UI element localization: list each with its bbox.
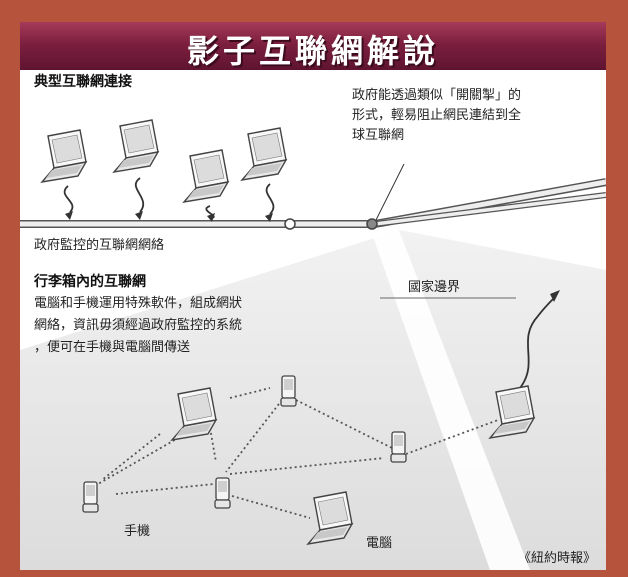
suitcase-desc-line-3: ，便可在手機與電腦間傳送 bbox=[34, 340, 191, 355]
mesh-links bbox=[97, 387, 499, 519]
phone-icon bbox=[82, 481, 99, 513]
phone-icon bbox=[280, 375, 297, 407]
gov-network-label: 政府監控的互聯網網絡 bbox=[34, 238, 165, 253]
laptop-icon bbox=[183, 149, 229, 203]
border-line bbox=[370, 220, 530, 570]
laptop-icon bbox=[41, 129, 87, 183]
escape-arrow bbox=[519, 295, 557, 389]
network-node bbox=[284, 218, 296, 230]
connection-arrows bbox=[63, 177, 275, 219]
diagram-svg bbox=[20, 119, 606, 570]
gov-note-line-1: 政府能透過類似「開關掣」的 bbox=[352, 88, 522, 103]
source-credit: 《紐約時報》 bbox=[517, 551, 596, 566]
gov-note-line-3: 球互聯網 bbox=[352, 128, 405, 143]
computer-label: 電腦 bbox=[366, 536, 393, 551]
border-label: 國家邊界 bbox=[408, 280, 461, 295]
suitcase-desc-line-1: 電腦和手機運用特殊軟件，組成網狀 bbox=[34, 296, 243, 311]
note-pointer bbox=[375, 163, 405, 221]
government-network-road bbox=[20, 178, 606, 230]
phone-icon bbox=[214, 477, 231, 509]
title-banner: 影子互聯網解說 bbox=[20, 22, 606, 70]
laptop-icon bbox=[113, 119, 159, 173]
diagram-area: 典型互聯網連接 政府能透過類似「開關掣」的 形式，輕易阻止網民連結到全 球互聯網… bbox=[20, 70, 606, 570]
laptop-icon bbox=[241, 127, 287, 181]
typical-connection-heading: 典型互聯網連接 bbox=[34, 74, 132, 90]
switch-node bbox=[366, 218, 378, 230]
phone-icon bbox=[390, 431, 407, 463]
background-shade bbox=[20, 230, 606, 570]
suitcase-internet-heading: 行李箱內的互聯網 bbox=[34, 274, 146, 290]
phone-label: 手機 bbox=[124, 524, 151, 539]
gov-note-line-2: 形式，輕易阻止網民連結到全 bbox=[352, 108, 522, 123]
suitcase-desc-line-2: 網絡，資訊毋須經過政府監控的系統 bbox=[34, 318, 243, 333]
infographic-panel: 影子互聯網解說 bbox=[20, 22, 606, 570]
infographic-title: 影子互聯網解說 bbox=[186, 32, 439, 70]
